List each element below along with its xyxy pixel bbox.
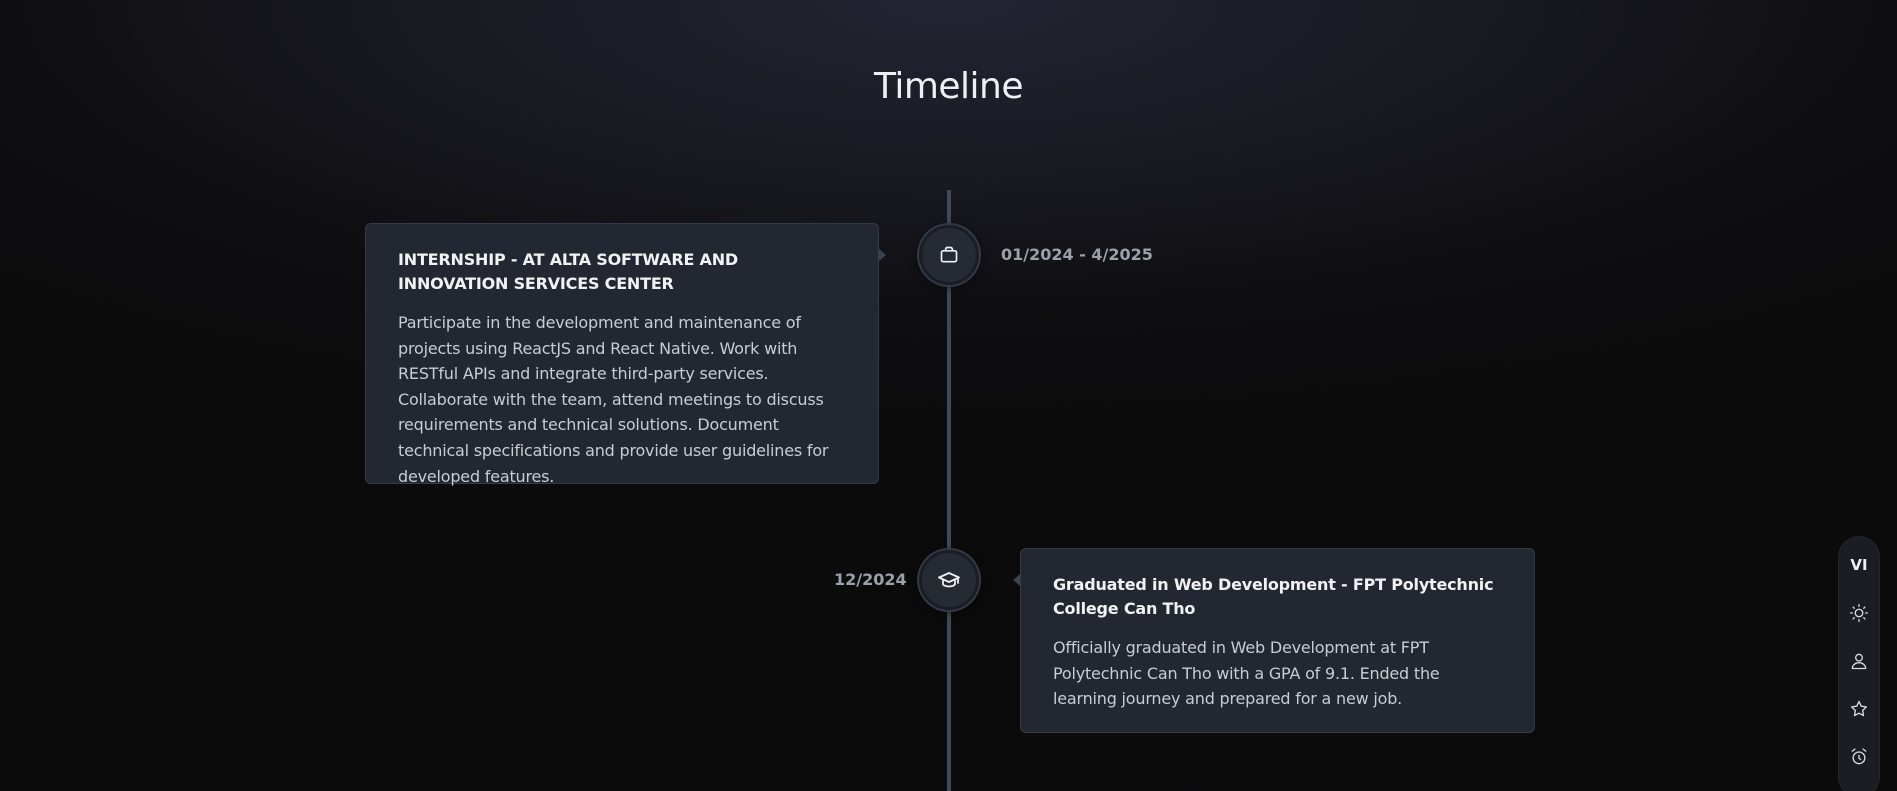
alarm-clock-icon [1851, 748, 1867, 765]
graduation-cap-icon [938, 572, 960, 588]
star-icon [1851, 700, 1867, 717]
page-title: Timeline [873, 66, 1024, 107]
card-pointer-arrow [879, 249, 886, 261]
timeline-line [947, 190, 951, 791]
card-pointer-arrow [1013, 574, 1020, 586]
timeline-card-description: Officially graduated in Web Development … [1053, 638, 1440, 709]
side-toolbar: VI [1839, 537, 1879, 791]
sun-icon [1850, 604, 1868, 622]
briefcase-icon [940, 246, 958, 263]
theme-toggle-button[interactable] [1843, 597, 1875, 629]
timeline-date: 12/2024 [834, 570, 907, 589]
language-toggle-button[interactable]: VI [1850, 556, 1868, 574]
user-icon [1851, 653, 1867, 670]
timeline-card-title: Graduated in Web Development - FPT Polyt… [1053, 575, 1494, 618]
timeline-card-internship: INTERNSHIP - AT ALTA SOFTWARE AND INNOVA… [365, 223, 879, 486]
timeline-date: 01/2024 - 4/2025 [1001, 245, 1153, 264]
timeline-node [919, 225, 979, 285]
timeline-node [919, 550, 979, 610]
timeline-card-graduation: Graduated in Web Development - FPT Polyt… [1020, 548, 1535, 733]
profile-nav-button[interactable] [1843, 645, 1875, 677]
timeline-card-title: INTERNSHIP - AT ALTA SOFTWARE AND INNOVA… [398, 250, 739, 293]
timeline-card-description: Participate in the development and maint… [398, 313, 829, 486]
favorites-nav-button[interactable] [1843, 693, 1875, 725]
timeline-nav-button[interactable] [1843, 741, 1875, 773]
